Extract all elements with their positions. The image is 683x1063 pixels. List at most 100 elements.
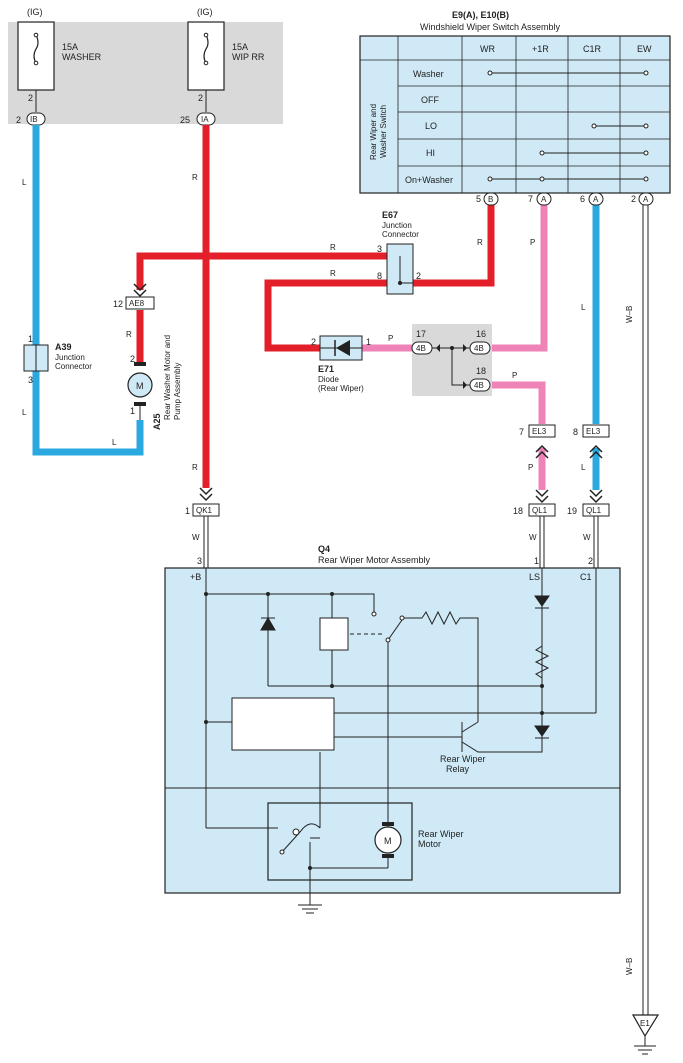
- svg-text:2: 2: [588, 556, 593, 566]
- svg-text:LS: LS: [529, 572, 540, 582]
- svg-text:8: 8: [573, 427, 578, 437]
- connector-ae8[interactable]: [125, 296, 155, 310]
- switch-terminal-a-6[interactable]: [588, 192, 604, 206]
- wire-w-qk1[interactable]: [203, 516, 209, 568]
- q4-code: Q4: [318, 544, 330, 554]
- ground-motor-icon: [298, 904, 322, 914]
- svg-text:A: A: [593, 195, 599, 204]
- switch-grid: [360, 36, 670, 193]
- a25-name-2: Pump Assembly: [173, 363, 182, 420]
- svg-text:A: A: [541, 195, 547, 204]
- wiper-motor-box: [267, 802, 413, 881]
- svg-text:4B: 4B: [474, 344, 484, 353]
- connector-qk1[interactable]: [192, 503, 220, 517]
- wire-label-r-pump: R: [126, 330, 132, 339]
- connector-ql1-b[interactable]: [582, 503, 610, 517]
- switch-code: E9(A), E10(B): [452, 10, 509, 20]
- wire-red-diode[interactable]: [264, 279, 387, 352]
- pump-motor-symbol: M: [136, 381, 144, 391]
- diode-ls-bottom: [534, 725, 550, 739]
- connector-el3-a[interactable]: [528, 424, 556, 438]
- switch-col-wr: WR: [480, 44, 495, 54]
- connector-el3-b[interactable]: [582, 424, 610, 438]
- connector-ql1-a[interactable]: [528, 503, 556, 517]
- wire-label-w-ql1b: W: [583, 533, 591, 542]
- wire-w-ql1b[interactable]: [593, 516, 599, 568]
- svg-text:3: 3: [197, 556, 202, 566]
- wire-label-p-relay: P: [512, 371, 517, 380]
- switch-row-hi: HI: [426, 148, 435, 158]
- switch-side-label-1: Rear Wiper and: [369, 104, 378, 160]
- a39-name-2: Connector: [55, 362, 92, 371]
- wire-label-l-c1r2: L: [581, 463, 586, 472]
- wire-label-w-ql1a: W: [529, 533, 537, 542]
- fuse-wiprr-symbol: [203, 34, 209, 64]
- switch-col-ew: EW: [637, 44, 652, 54]
- junction-connector-e67[interactable]: [386, 243, 414, 295]
- wire-wb-ground[interactable]: [642, 203, 649, 1015]
- relay-label-1: Rear Wiper: [440, 754, 486, 764]
- wire-pink-switch[interactable]: [490, 203, 548, 352]
- relay-label-2: Relay: [446, 764, 470, 774]
- fuse-washer[interactable]: [17, 21, 55, 91]
- wire-red-pump[interactable]: [136, 252, 387, 362]
- fuse-wiprr[interactable]: [187, 21, 225, 91]
- switch-terminal-a-7[interactable]: [536, 192, 552, 206]
- chevron-ae8: [133, 283, 147, 298]
- e71-sub: (Rear Wiper): [318, 384, 364, 393]
- svg-text:17: 17: [416, 329, 426, 339]
- fuse-wiprr-conn-pin: 25: [180, 115, 190, 125]
- switch-assembly[interactable]: [359, 35, 671, 194]
- svg-text:+B: +B: [190, 572, 201, 582]
- svg-text:3: 3: [377, 244, 382, 254]
- wire-label-p-relay-2: P: [528, 463, 533, 472]
- e67-name-2: Connector: [382, 230, 419, 239]
- svg-text:8: 8: [377, 271, 382, 281]
- switch-terminal-b[interactable]: [483, 192, 499, 206]
- a25-name-1: Rear Washer Motor and: [163, 335, 172, 420]
- svg-text:2: 2: [416, 271, 421, 281]
- svg-text:16: 16: [476, 329, 486, 339]
- relay-coil: [319, 617, 349, 651]
- switch-terminal-a-2[interactable]: [638, 192, 654, 206]
- svg-text:7: 7: [519, 427, 524, 437]
- switch-row-washer: Washer: [413, 69, 444, 79]
- motor-dots: [204, 592, 544, 870]
- svg-text:A: A: [643, 195, 649, 204]
- svg-text:7: 7: [528, 194, 533, 204]
- fuse-wiprr-pin: 2: [198, 93, 203, 103]
- wire-label-r-e67-8: R: [330, 269, 336, 278]
- svg-text:19: 19: [567, 506, 577, 516]
- e71-name: Diode: [318, 375, 339, 384]
- ground-e1-label: E1: [640, 1019, 650, 1028]
- svg-text:3: 3: [28, 375, 33, 385]
- wire-blue-washer[interactable]: [32, 125, 144, 456]
- svg-text:18: 18: [476, 366, 486, 376]
- switch-side-label-2: Washer Switch: [379, 105, 388, 158]
- motor-label-2: Motor: [418, 839, 441, 849]
- pump-motor[interactable]: [127, 372, 153, 398]
- svg-text:EL3: EL3: [586, 427, 601, 436]
- wire-w-ql1a[interactable]: [539, 516, 545, 568]
- svg-text:1: 1: [366, 337, 371, 347]
- wire-label-r-e67-3: R: [330, 243, 336, 252]
- e67-code: E67: [382, 210, 398, 220]
- wire-label-p-switch: P: [530, 238, 535, 247]
- svg-text:1: 1: [28, 334, 33, 344]
- wire-red-switch[interactable]: [413, 203, 495, 287]
- connector-ib-label: IB: [30, 115, 38, 124]
- svg-text:AE8: AE8: [129, 299, 145, 308]
- fuse-wiprr-rating: 15A: [232, 42, 248, 52]
- switch-row-off: OFF: [421, 95, 439, 105]
- svg-text:18: 18: [513, 506, 523, 516]
- connector-ia-label: IA: [201, 115, 209, 124]
- wire-pink-relay[interactable]: [490, 381, 546, 490]
- wire-label-wb-1: W–B: [625, 306, 634, 323]
- ground-e1[interactable]: [631, 1014, 660, 1038]
- q4-title: Rear Wiper Motor Assembly: [318, 555, 431, 565]
- control-circuit: [231, 697, 335, 751]
- wiper-motor[interactable]: [374, 826, 402, 854]
- chevron-el3-a: [535, 444, 549, 459]
- wiper-motor-symbol: M: [384, 836, 392, 846]
